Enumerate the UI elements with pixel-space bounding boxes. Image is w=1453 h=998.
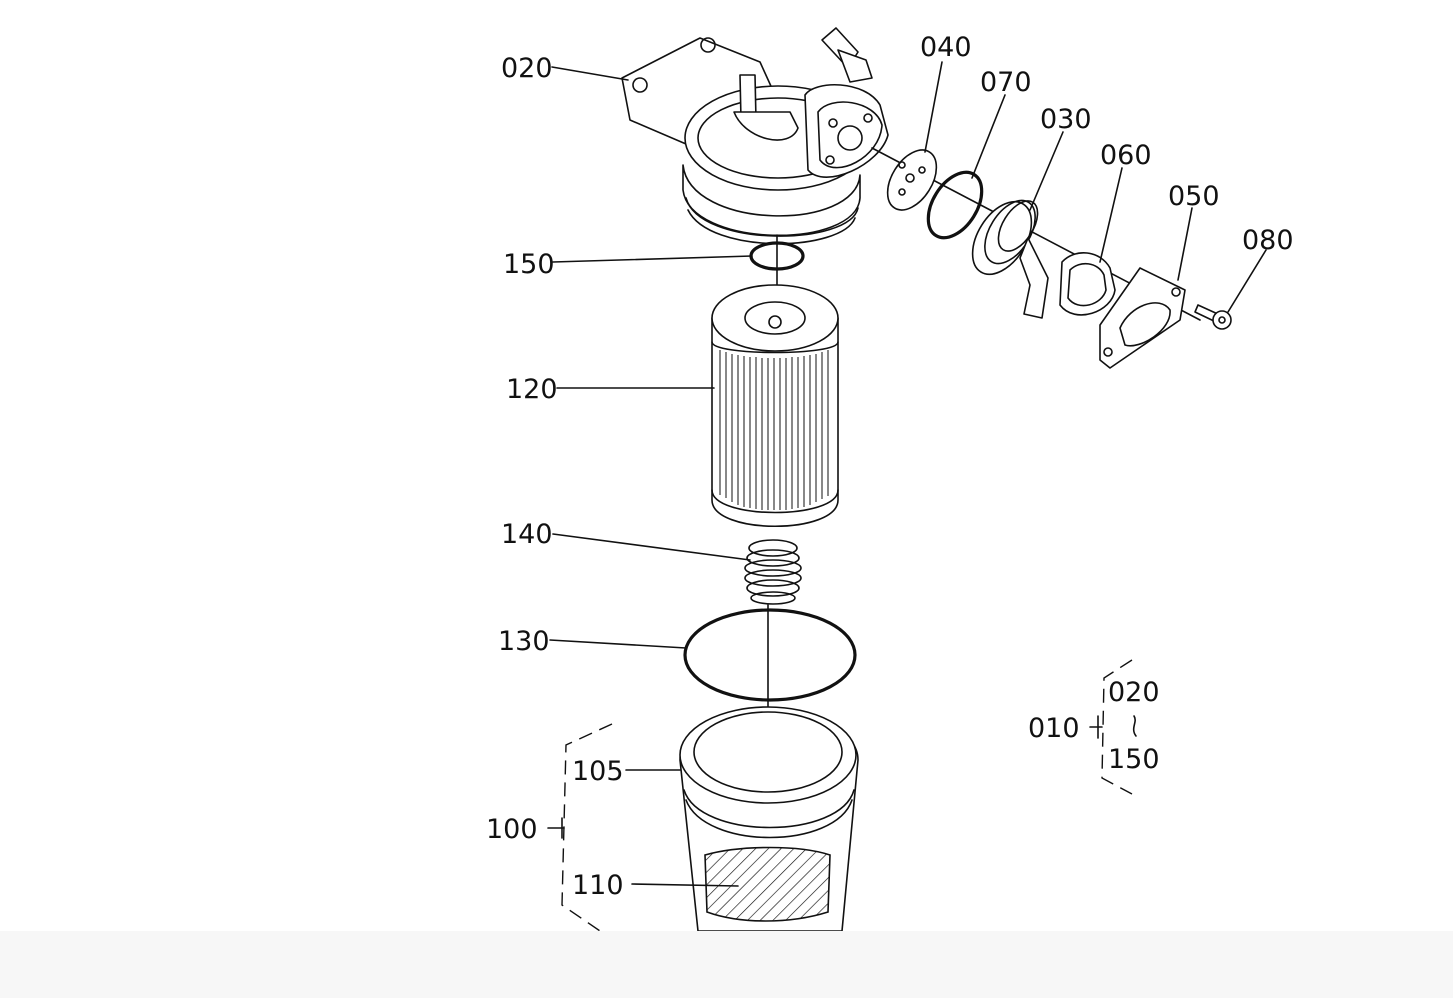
footer-strip bbox=[0, 931, 1453, 998]
plate-040-part bbox=[886, 149, 938, 211]
cover-050-part bbox=[1099, 267, 1186, 369]
filter-head-part bbox=[621, 27, 889, 245]
label-060: 060 bbox=[1100, 140, 1152, 171]
gasket-060-part bbox=[1059, 252, 1116, 316]
assembly-parent-label: 010 bbox=[1028, 713, 1080, 744]
label-030: 030 bbox=[1040, 104, 1092, 135]
label-120: 120 bbox=[506, 374, 558, 405]
parts-diagram-sheet: 010 020 150 020 040 070 030 060 050 080 … bbox=[486, 27, 1294, 931]
exploded-parts-diagram: 010 020 150 020 040 070 030 060 050 080 … bbox=[486, 27, 1294, 931]
filter-element-120-part bbox=[711, 284, 839, 528]
assembly-to-label: 150 bbox=[1108, 744, 1160, 775]
label-150: 150 bbox=[503, 249, 555, 280]
label-050: 050 bbox=[1168, 181, 1220, 212]
label-070: 070 bbox=[980, 67, 1032, 98]
assembly-from-label: 020 bbox=[1108, 677, 1160, 708]
leader-lines bbox=[549, 61, 1267, 887]
bolt-080-part bbox=[1194, 304, 1232, 330]
label-110-hatched-area bbox=[704, 846, 831, 922]
bracket-100 bbox=[561, 723, 613, 931]
label-100: 100 bbox=[486, 814, 538, 845]
label-080: 080 bbox=[1242, 225, 1294, 256]
label-105: 105 bbox=[572, 756, 624, 787]
label-110: 110 bbox=[572, 870, 624, 901]
assembly-note: 010 020 150 bbox=[1028, 659, 1160, 795]
spring-140-part bbox=[744, 539, 802, 605]
label-140: 140 bbox=[501, 519, 553, 550]
label-040: 040 bbox=[920, 32, 972, 63]
part-labels: 020 040 070 030 060 050 080 150 120 140 … bbox=[486, 32, 1294, 901]
o-ring-130-part bbox=[683, 608, 857, 702]
diaphragm-030-part bbox=[971, 199, 1049, 319]
label-130: 130 bbox=[498, 626, 550, 657]
label-020: 020 bbox=[501, 53, 553, 84]
